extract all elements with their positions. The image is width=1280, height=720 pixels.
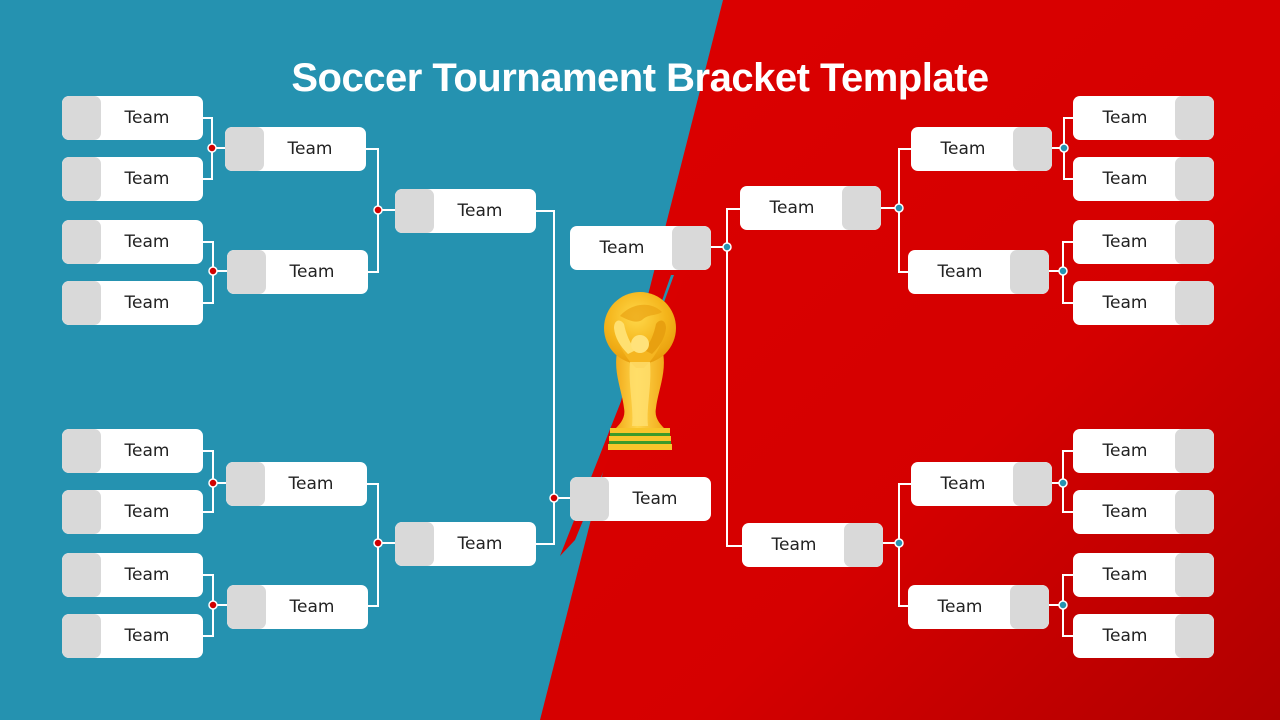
team-label: Team [1102,626,1148,646]
left-round1-team-1[interactable]: Team [62,96,203,140]
seed-slot [62,429,101,473]
left-round2-team-4[interactable]: Team [227,585,368,629]
seed-slot [1010,585,1049,629]
team-label: Team [599,238,645,258]
team-label: Team [1102,169,1148,189]
right-round1-team-5[interactable]: Team [1073,429,1214,473]
team-label: Team [769,198,815,218]
team-label: Team [1102,441,1148,461]
right-round1-team-1[interactable]: Team [1073,96,1214,140]
left-round2-team-3[interactable]: Team [226,462,367,506]
seed-slot [842,186,881,230]
final-left-finalist[interactable]: Team [570,477,711,521]
left-round1-team-3[interactable]: Team [62,220,203,264]
right-round2-team-2[interactable]: Team [908,250,1049,294]
seed-slot [844,523,883,567]
team-label: Team [124,108,170,128]
right-round2-team-4[interactable]: Team [908,585,1049,629]
final-right-finalist[interactable]: Team [570,226,711,270]
seed-slot [62,220,101,264]
team-label: Team [1102,232,1148,252]
team-label: Team [457,201,503,221]
page-title: Soccer Tournament Bracket Template [291,56,989,100]
seed-slot [226,462,265,506]
team-label: Team [124,169,170,189]
right-round2-team-3[interactable]: Team [911,462,1052,506]
trophy-icon [604,292,676,450]
team-label: Team [771,535,817,555]
right-round1-team-4[interactable]: Team [1073,281,1214,325]
left-semifinal-team-2[interactable]: Team [395,522,536,566]
team-label: Team [289,262,335,282]
team-label: Team [457,534,503,554]
left-round2-team-1[interactable]: Team [225,127,366,171]
team-label: Team [937,597,983,617]
team-label: Team [288,474,334,494]
right-round1-team-7[interactable]: Team [1073,553,1214,597]
team-label: Team [289,597,335,617]
seed-slot [62,157,101,201]
seed-slot [1175,490,1214,534]
seed-slot [1175,96,1214,140]
left-semifinal-team-1[interactable]: Team [395,189,536,233]
team-label: Team [124,441,170,461]
right-round1-team-3[interactable]: Team [1073,220,1214,264]
seed-slot [395,522,434,566]
seed-slot [62,490,101,534]
seed-slot [1175,614,1214,658]
seed-slot [1175,553,1214,597]
seed-slot [225,127,264,171]
left-round1-team-7[interactable]: Team [62,553,203,597]
team-label: Team [940,474,986,494]
team-label: Team [632,489,678,509]
seed-slot [1013,462,1052,506]
seed-slot [672,226,711,270]
left-round1-team-4[interactable]: Team [62,281,203,325]
team-label: Team [1102,565,1148,585]
right-round2-team-1[interactable]: Team [911,127,1052,171]
seed-slot [570,477,609,521]
left-round1-team-2[interactable]: Team [62,157,203,201]
seed-slot [1175,220,1214,264]
seed-slot [1175,281,1214,325]
team-label: Team [940,139,986,159]
seed-slot [1175,157,1214,201]
seed-slot [62,553,101,597]
left-round2-team-2[interactable]: Team [227,250,368,294]
left-round1-team-8[interactable]: Team [62,614,203,658]
right-round1-team-2[interactable]: Team [1073,157,1214,201]
seed-slot [227,585,266,629]
team-label: Team [1102,502,1148,522]
left-round1-team-5[interactable]: Team [62,429,203,473]
right-round1-team-6[interactable]: Team [1073,490,1214,534]
team-label: Team [1102,293,1148,313]
seed-slot [1013,127,1052,171]
seed-slot [1175,429,1214,473]
seed-slot [62,281,101,325]
seed-slot [62,614,101,658]
team-label: Team [124,565,170,585]
right-semifinal-team-1[interactable]: Team [740,186,881,230]
seed-slot [227,250,266,294]
team-label: Team [124,502,170,522]
seed-slot [62,96,101,140]
team-label: Team [124,232,170,252]
team-label: Team [124,626,170,646]
team-label: Team [1102,108,1148,128]
seed-slot [395,189,434,233]
right-semifinal-team-2[interactable]: Team [742,523,883,567]
team-label: Team [287,139,333,159]
left-round1-team-6[interactable]: Team [62,490,203,534]
team-label: Team [937,262,983,282]
seed-slot [1010,250,1049,294]
team-label: Team [124,293,170,313]
right-round1-team-8[interactable]: Team [1073,614,1214,658]
